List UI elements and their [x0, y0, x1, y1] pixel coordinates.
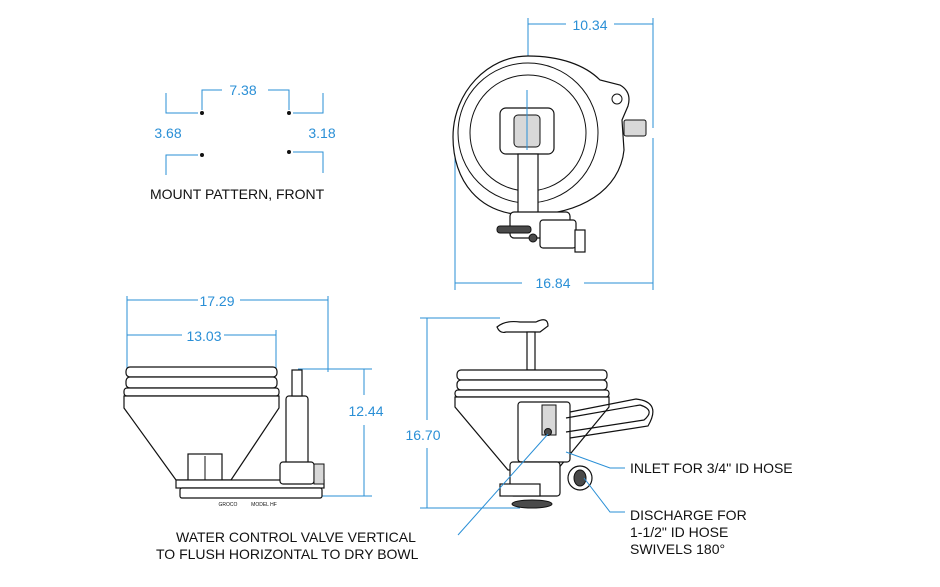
- side-view-lid: [456, 369, 608, 381]
- front-view-lid: [125, 366, 278, 378]
- side-view: 16.70: [405, 317, 654, 509]
- mount-hole: [200, 111, 204, 115]
- mount-left-height-label: 3.68: [154, 125, 181, 141]
- mount-left-ext-top: [165, 93, 198, 114]
- mount-right-ext-bottom: [293, 151, 324, 173]
- mount-right-height-label: 3.18: [308, 125, 335, 141]
- side-view-discharge-port: [573, 469, 587, 487]
- mount-left-ext-bottom: [165, 154, 198, 175]
- top-view-valve-knob: [528, 233, 538, 243]
- side-view-rim: [454, 389, 610, 398]
- water-valve-label-line1: WATER CONTROL VALVE VERTICAL: [176, 529, 416, 545]
- top-view-hose-inner: [574, 136, 633, 224]
- water-valve-leader: [457, 433, 549, 536]
- front-view-pump-nipple: [291, 369, 303, 397]
- side-view-valve-knob: [544, 428, 552, 436]
- top-view-width-bottom-label: 16.84: [535, 275, 570, 291]
- mount-hole: [200, 153, 204, 157]
- callout-leaders: [457, 433, 625, 536]
- top-view-inlet-fitting: [623, 119, 647, 137]
- front-view-rim: [123, 387, 280, 397]
- front-view-pump-foot: [279, 461, 315, 485]
- inlet-label: INLET FOR 3/4" ID HOSE: [630, 460, 793, 476]
- side-view-inlet-hose: [565, 404, 650, 433]
- front-view-base-plate: [179, 487, 323, 499]
- discharge-label-line3: SWIVELS 180°: [630, 541, 725, 557]
- front-view-plate-right: MODEL HF: [251, 502, 277, 508]
- mount-pattern-caption: MOUNT PATTERN, FRONT: [150, 186, 325, 202]
- front-view-height-label: 12.44: [348, 403, 383, 419]
- mount-right-ext-top: [293, 93, 324, 114]
- mount-width-label: 7.38: [229, 82, 256, 98]
- water-valve-label-line2: TO FLUSH HORIZONTAL TO DRY BOWL: [156, 546, 419, 562]
- front-view-plate-left: GROCO: [219, 502, 238, 508]
- top-view-width-top-label: 10.34: [572, 17, 607, 33]
- front-view-discharge-fitting: [313, 463, 325, 485]
- front-view: 17.29 13.03 12.44 GROCO MODEL HF: [123, 293, 384, 508]
- side-view-height-label: 16.70: [405, 427, 440, 443]
- inlet-leader: [565, 451, 625, 469]
- front-view-overall-width-label: 17.29: [199, 293, 234, 309]
- top-view: 10.34 16.84: [452, 17, 654, 291]
- side-view-inlet-hose-outer: [569, 398, 654, 439]
- side-view-base-foot: [511, 499, 553, 509]
- discharge-leader: [583, 477, 625, 513]
- mount-pattern: 7.38 3.68 3.18 MOUNT PATTERN, FRONT: [150, 82, 336, 202]
- discharge-label-line2: 1-1/2" ID HOSE: [630, 524, 728, 540]
- top-view-discharge: [539, 219, 577, 249]
- top-view-mount-hole: [611, 93, 623, 105]
- side-view-base: [499, 483, 541, 497]
- mount-hole: [287, 111, 291, 115]
- side-view-pump-handle: [496, 319, 549, 334]
- discharge-label-line1: DISCHARGE FOR: [630, 507, 747, 523]
- side-view-seat: [456, 379, 608, 391]
- top-view-discharge-port: [574, 229, 586, 253]
- front-view-seat: [125, 376, 278, 389]
- side-view-pump-rod: [526, 331, 536, 371]
- mount-width-ext-right: [268, 89, 290, 110]
- top-view-valve-handle: [496, 225, 532, 234]
- mount-width-ext-left: [201, 89, 222, 110]
- mount-hole: [287, 150, 291, 154]
- top-view-pump-stem: [517, 153, 539, 215]
- front-view-bowl-width-label: 13.03: [186, 328, 221, 344]
